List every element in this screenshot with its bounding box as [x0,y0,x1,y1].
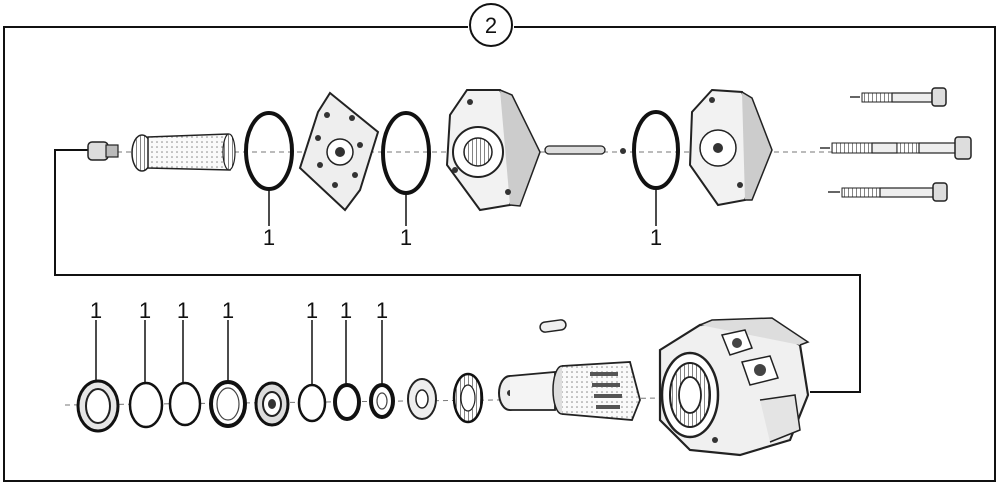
back-up-ring [209,380,247,428]
end-cover [688,88,773,207]
drive-fitting [87,141,119,161]
seal-ring-1 [128,381,164,429]
shaft-seal [369,383,395,419]
part-label: 1 [90,298,102,323]
output-shaft [498,361,641,421]
lower-axis-line [64,397,666,406]
section-badge: 2 [469,3,513,47]
part-label: 1 [306,298,318,323]
dust-seal [76,379,120,433]
o-ring-upper-3 [632,110,680,190]
part-label: 1 [177,298,189,323]
part-label: 1 [222,298,234,323]
part-label: 1 [400,225,412,250]
wear-plate [298,91,380,212]
part-label: 1 [340,298,352,323]
thrust-bearing [254,381,290,427]
geroler-block [445,89,541,212]
part-label: 1 [263,225,275,250]
valve-pin [544,145,626,155]
cap-screw-bottom [828,182,948,202]
drive-link-shaft [131,133,236,172]
o-ring-upper-1 [244,111,294,191]
seal-ring-4 [333,383,361,421]
seal-ring-2 [168,381,202,427]
shaft-key [539,319,567,333]
frame-border [3,26,996,482]
needle-bearing [452,372,484,424]
motor-housing [658,317,810,457]
seal-ring-3 [297,383,327,423]
assembly-connector-line [54,149,861,393]
cap-screw-top [850,87,947,107]
part-label: 1 [650,225,662,250]
section-number: 2 [485,13,497,38]
thrust-washer [407,378,437,420]
cap-screw-middle [820,136,972,160]
part-label: 1 [376,298,388,323]
o-ring-upper-2 [381,111,431,195]
part-label: 1 [139,298,151,323]
